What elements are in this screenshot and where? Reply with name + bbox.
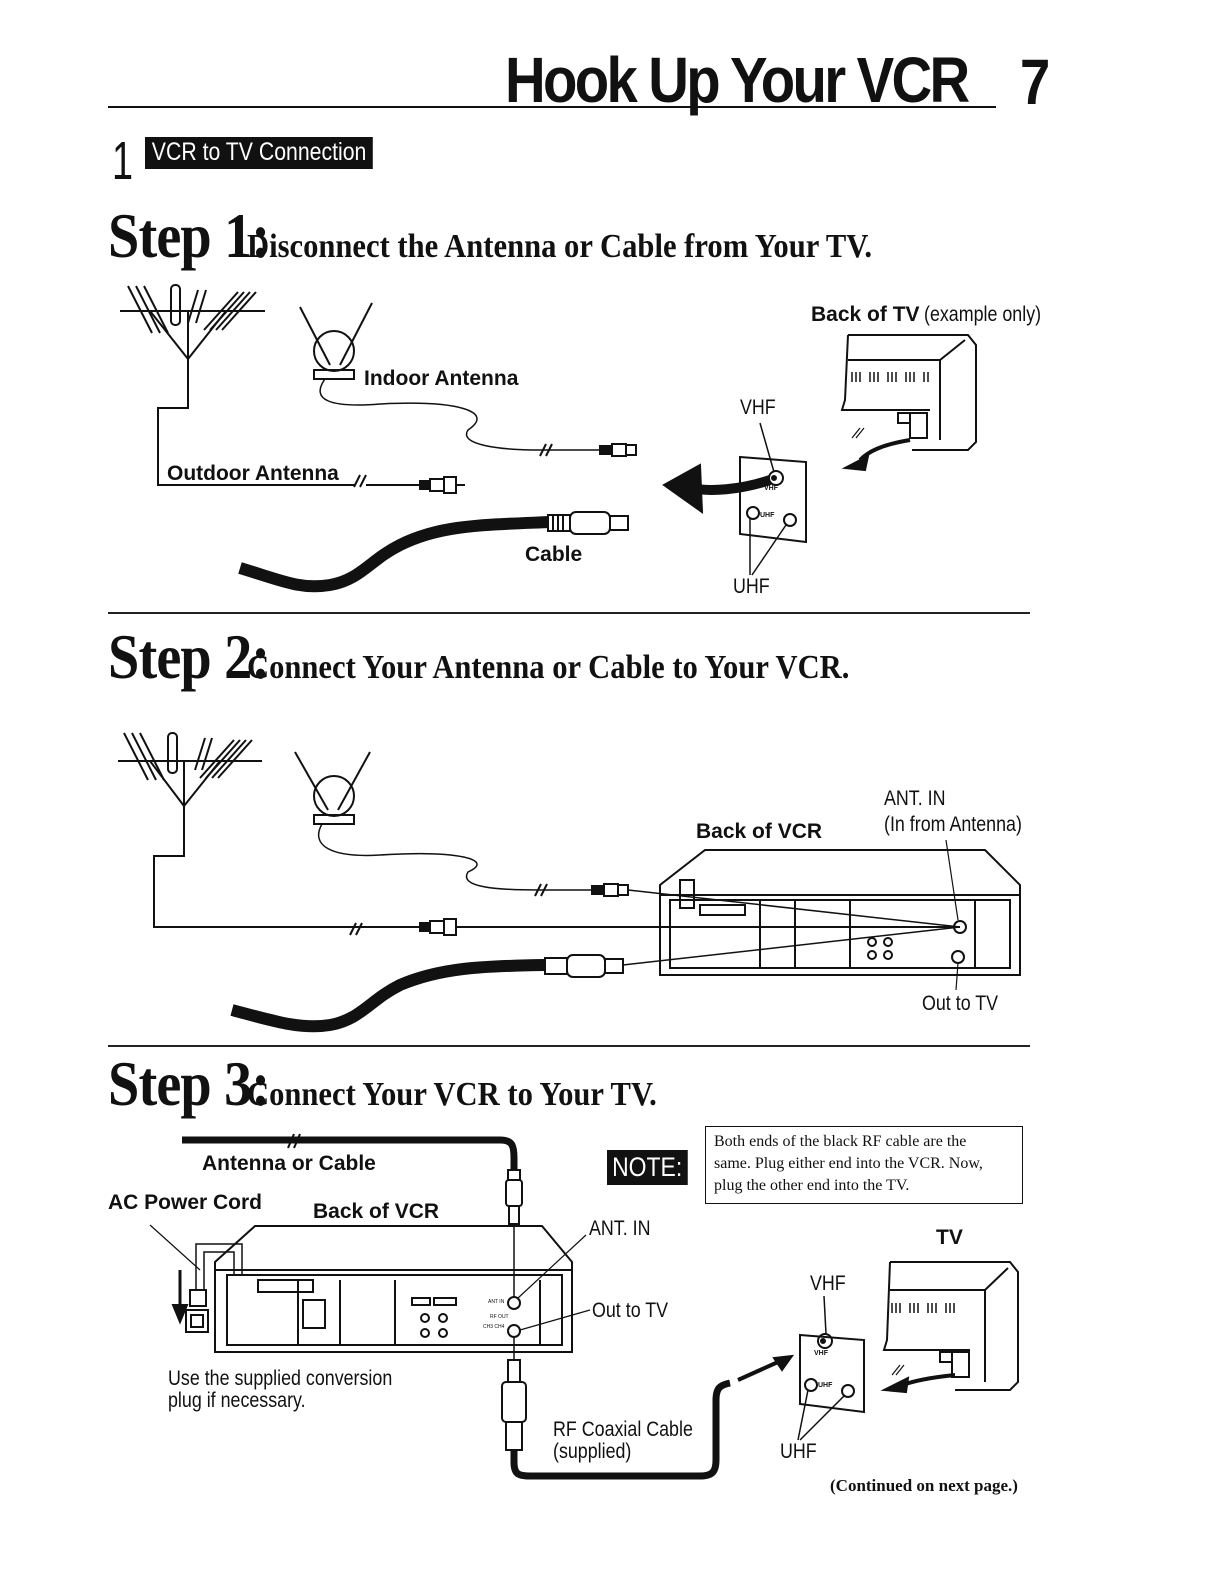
vcr-panel-ant-in-label: ANT IN	[488, 1299, 505, 1305]
title-underline	[108, 106, 996, 108]
panel-uhf-label: UHF	[818, 1382, 833, 1389]
step-1-heading: Step 1: Disconnect the Antenna or Cable …	[108, 204, 942, 268]
tv-icon	[880, 1261, 1019, 1394]
ant-in-label: ANT. IN	[884, 787, 946, 810]
continued-note: (Continued on next page.)	[830, 1476, 1018, 1495]
disconnect-arrow-icon	[689, 475, 772, 495]
in-from-antenna-label: (In from Antenna)	[884, 813, 1022, 836]
panel-vhf-label: VHF	[764, 485, 778, 492]
rf-cable-line-2: (supplied)	[553, 1440, 632, 1463]
outdoor-antenna-label: Outdoor Antenna	[167, 462, 339, 485]
uhf-label: UHF	[733, 575, 770, 598]
vhf-label: VHF	[740, 396, 776, 419]
cable-icon	[238, 511, 629, 593]
uhf-label: UHF	[780, 1440, 817, 1463]
outdoor-antenna-plug-icon	[353, 474, 465, 494]
vcr-panel-channel-label: CH3 CH4	[483, 1324, 505, 1330]
page-title: Hook Up Your VCR	[505, 44, 970, 116]
back-of-tv-label: Back of TV	[811, 303, 920, 326]
divider	[108, 612, 1030, 614]
step-3-label: Step 3:	[108, 1048, 270, 1119]
indoor-antenna-icon	[299, 302, 637, 457]
ac-power-cord-label: AC Power Cord	[108, 1191, 263, 1214]
back-of-tv-icon	[840, 334, 977, 472]
back-of-vcr-icon	[659, 839, 1021, 991]
section-number: 1	[112, 131, 134, 191]
rf-coaxial-cable-caption: RF Coaxial Cable (supplied)	[553, 1419, 693, 1463]
outdoor-antenna-icon	[120, 284, 355, 486]
note-box: Both ends of the black RF cable are the …	[705, 1126, 1023, 1204]
tv-terminal-panel-icon	[797, 1295, 865, 1441]
cable-icon	[230, 926, 961, 1033]
conversion-plug-note: Use the supplied conversion plug if nece…	[168, 1368, 392, 1412]
back-of-vcr-label: Back of VCR	[313, 1200, 440, 1223]
out-to-tv-label: Out to TV	[922, 992, 999, 1015]
tv-label: TV	[936, 1226, 963, 1249]
conversion-plug-line-1: Use the supplied conversion	[168, 1367, 393, 1390]
back-of-vcr-icon	[214, 1225, 591, 1353]
vhf-label: VHF	[810, 1272, 846, 1295]
conversion-plug-line-2: plug if necessary.	[168, 1389, 306, 1412]
step-3-heading: Step 3: Connect Your VCR to Your TV.	[108, 1052, 703, 1116]
example-only-label: (example only)	[923, 303, 1042, 326]
tv-terminal-panel-icon	[739, 422, 807, 576]
panel-uhf-label: UHF	[760, 512, 775, 519]
page-number: 7	[1020, 46, 1051, 118]
note-line-2: same. Plug either end into the VCR. Now,	[714, 1155, 983, 1172]
ac-power-cord-icon	[149, 1224, 243, 1333]
divider	[108, 1045, 1030, 1047]
out-to-tv-label: Out to TV	[592, 1299, 669, 1322]
step-2-title: Connect Your Antenna or Cable to Your VC…	[247, 649, 850, 686]
step-1-title: Disconnect the Antenna or Cable from You…	[247, 228, 873, 265]
vcr-panel-rf-out-label: RF OUT	[490, 1314, 509, 1320]
step-2-heading: Step 2: Connect Your Antenna or Cable to…	[108, 625, 917, 689]
indoor-antenna-label: Indoor Antenna	[364, 367, 519, 390]
note-line-3: plug the other end into the TV.	[714, 1177, 910, 1194]
panel-vhf-label: VHF	[814, 1350, 828, 1357]
note-badge: NOTE:	[607, 1150, 688, 1185]
antenna-or-cable-label: Antenna or Cable	[202, 1152, 376, 1175]
step-3-title: Connect Your VCR to Your TV.	[247, 1076, 657, 1113]
cable-label: Cable	[525, 543, 583, 566]
outdoor-antenna-icon	[118, 732, 960, 936]
back-of-vcr-label: Back of VCR	[696, 820, 823, 843]
note-line-1: Both ends of the black RF cable are the	[714, 1133, 967, 1150]
back-of-tv-caption: Back of TV (example only)	[811, 303, 1062, 327]
rf-coaxial-cable-icon	[501, 1338, 795, 1480]
section-badge: VCR to TV Connection	[145, 137, 374, 169]
step-1-label: Step 1:	[108, 200, 270, 271]
antenna-cable-icon	[182, 1133, 523, 1298]
ant-in-label: ANT. IN	[589, 1217, 651, 1240]
rf-cable-line-1: RF Coaxial Cable	[553, 1418, 693, 1441]
step-2-label: Step 2:	[108, 621, 270, 692]
